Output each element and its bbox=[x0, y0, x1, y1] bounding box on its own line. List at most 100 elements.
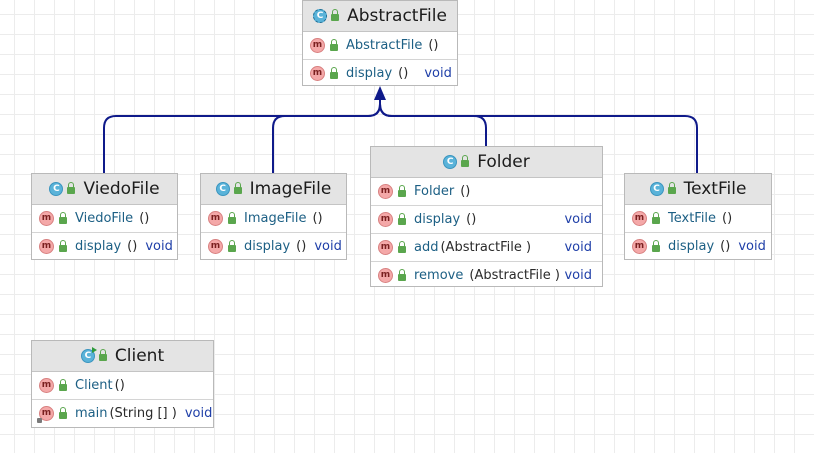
member-row[interactable]: m ImageFile () bbox=[201, 205, 346, 233]
class-header: C AbstractFile bbox=[303, 1, 457, 32]
class-name: Folder bbox=[477, 152, 530, 172]
class-name: ImageFile bbox=[249, 179, 332, 199]
class-viedofile[interactable]: C ViedoFile m ViedoFile () m display () … bbox=[31, 173, 178, 260]
member-name: ImageFile bbox=[244, 211, 307, 226]
runnable-class-icon: C bbox=[80, 347, 97, 363]
member-params: () bbox=[127, 239, 138, 254]
class-name: AbstractFile bbox=[347, 6, 447, 26]
class-header: C Folder bbox=[371, 147, 602, 178]
class-folder[interactable]: C Folder m Folder () m display () void m… bbox=[370, 146, 603, 287]
member-return-type: void bbox=[738, 239, 766, 254]
public-lock-icon bbox=[59, 378, 67, 391]
member-row[interactable]: m display () void bbox=[625, 233, 771, 260]
method-icon: m bbox=[378, 184, 393, 199]
member-name: display bbox=[346, 66, 393, 81]
member-row[interactable]: m ViedoFile () bbox=[32, 205, 177, 233]
class-icon: C bbox=[215, 182, 230, 196]
member-params: () bbox=[398, 66, 409, 81]
public-lock-icon bbox=[98, 349, 107, 361]
method-icon: m bbox=[39, 211, 54, 226]
public-lock-icon bbox=[667, 182, 676, 194]
member-name: add bbox=[414, 240, 439, 255]
class-abstractfile[interactable]: C AbstractFile m AbstractFile () m displ… bbox=[302, 0, 458, 86]
member-params: () bbox=[466, 212, 477, 227]
member-params: () bbox=[460, 184, 471, 199]
member-name: Client bbox=[75, 378, 113, 393]
public-lock-icon bbox=[398, 268, 406, 281]
member-row[interactable]: m Client () bbox=[32, 372, 213, 400]
member-params: (AbstractFile ) bbox=[440, 240, 532, 255]
member-row[interactable]: m remove (AbstractFile ) void bbox=[371, 262, 602, 289]
public-lock-icon bbox=[59, 239, 67, 252]
member-params: (AbstractFile ) bbox=[469, 268, 560, 283]
method-icon: m bbox=[632, 239, 647, 254]
public-lock-icon bbox=[398, 240, 406, 253]
class-name: ViedoFile bbox=[83, 179, 160, 199]
member-row[interactable]: m AbstractFile () bbox=[303, 32, 457, 60]
member-return-type: void bbox=[564, 268, 592, 283]
method-icon: m bbox=[378, 240, 393, 255]
class-icon: C bbox=[49, 182, 64, 196]
member-params: () bbox=[139, 211, 150, 226]
member-params: (String [] ) bbox=[109, 406, 177, 421]
member-return-type: void bbox=[424, 66, 452, 81]
public-lock-icon bbox=[233, 182, 242, 194]
public-lock-icon bbox=[330, 38, 338, 51]
member-row[interactable]: m display () void bbox=[303, 60, 457, 87]
member-name: display bbox=[668, 239, 715, 254]
member-row[interactable]: m TextFile () bbox=[625, 205, 771, 233]
member-params: () bbox=[720, 239, 731, 254]
edge-folder-to-abstractfile bbox=[379, 98, 487, 146]
member-name: AbstractFile bbox=[346, 38, 423, 53]
public-lock-icon bbox=[228, 211, 236, 224]
member-return-type: void bbox=[564, 240, 592, 255]
method-icon: m bbox=[378, 212, 393, 227]
inheritance-arrowhead bbox=[374, 86, 386, 100]
public-lock-icon bbox=[398, 184, 406, 197]
member-row[interactable]: m display () void bbox=[201, 233, 346, 260]
member-name: ViedoFile bbox=[75, 211, 134, 226]
public-lock-icon bbox=[59, 406, 67, 419]
method-icon: m bbox=[632, 211, 647, 226]
member-row[interactable]: m display () void bbox=[371, 206, 602, 234]
member-name: Folder bbox=[414, 184, 455, 199]
public-lock-icon bbox=[331, 9, 340, 21]
public-lock-icon bbox=[461, 155, 470, 167]
public-lock-icon bbox=[59, 211, 67, 224]
method-icon: m bbox=[208, 211, 223, 226]
method-icon: m bbox=[310, 66, 325, 81]
member-params: () bbox=[428, 38, 439, 53]
class-client[interactable]: C Client m Client () m main (String [] )… bbox=[31, 340, 214, 428]
class-header: C Client bbox=[32, 341, 213, 372]
member-name: display bbox=[414, 212, 461, 227]
public-lock-icon bbox=[652, 239, 660, 252]
member-name: main bbox=[75, 406, 108, 421]
member-row[interactable]: m main (String [] ) void bbox=[32, 400, 213, 427]
class-header: C ViedoFile bbox=[32, 174, 177, 205]
edge-imagefile-to-abstractfile bbox=[272, 98, 381, 173]
member-row[interactable]: m display () void bbox=[32, 233, 177, 260]
class-icon: C bbox=[649, 182, 664, 196]
member-params: () bbox=[722, 211, 733, 226]
edge-viedofile-to-abstractfile bbox=[103, 98, 381, 173]
class-imagefile[interactable]: C ImageFile m ImageFile () m display () … bbox=[200, 173, 347, 260]
public-lock-icon bbox=[398, 212, 406, 225]
method-icon: m bbox=[39, 378, 54, 393]
class-name: TextFile bbox=[683, 179, 747, 199]
member-return-type: void bbox=[564, 212, 592, 227]
member-row[interactable]: m Folder () bbox=[371, 178, 602, 206]
class-header: C ImageFile bbox=[201, 174, 346, 205]
member-params: () bbox=[114, 378, 125, 393]
class-textfile[interactable]: C TextFile m TextFile () m display () vo… bbox=[624, 173, 772, 260]
member-name: remove bbox=[414, 268, 464, 283]
member-row[interactable]: m add (AbstractFile ) void bbox=[371, 234, 602, 262]
public-lock-icon bbox=[652, 211, 660, 224]
public-lock-icon bbox=[228, 239, 236, 252]
member-name: TextFile bbox=[668, 211, 717, 226]
class-icon: C bbox=[443, 155, 458, 169]
class-header: C TextFile bbox=[625, 174, 771, 205]
member-return-type: void bbox=[314, 239, 342, 254]
member-name: display bbox=[75, 239, 122, 254]
public-lock-icon bbox=[67, 182, 76, 194]
member-return-type: void bbox=[184, 406, 213, 421]
